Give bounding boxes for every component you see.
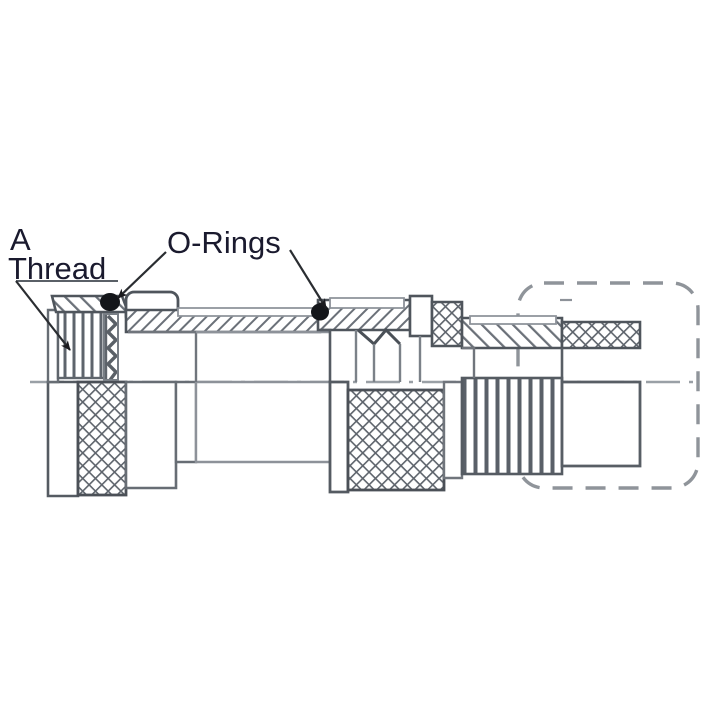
seal-zigzag: [105, 314, 119, 382]
section-hatch-nose-band: [560, 320, 642, 350]
lower-half-outline: [46, 376, 642, 498]
oring-1-marker: [100, 293, 120, 311]
oring-leader-left: [117, 251, 167, 299]
knurl-left-crosshatch: [76, 380, 128, 497]
knurl-mid-crosshatch: [346, 388, 446, 492]
thread-leader: [15, 280, 71, 351]
label-thread-line2: Thread: [8, 251, 106, 286]
bore-window: [408, 294, 434, 338]
serration-right-vertical: [460, 376, 564, 476]
oring-leader-right: [289, 249, 327, 309]
oring-2-marker: [311, 303, 329, 321]
leader-lines: [15, 249, 327, 351]
poppet-chevron-detail: [357, 327, 402, 347]
upper-half-section: [46, 290, 642, 384]
label-thread-line1: A: [10, 222, 31, 257]
section-hatch-right-collar: [430, 300, 464, 348]
label-orings: O-Rings: [167, 225, 281, 260]
